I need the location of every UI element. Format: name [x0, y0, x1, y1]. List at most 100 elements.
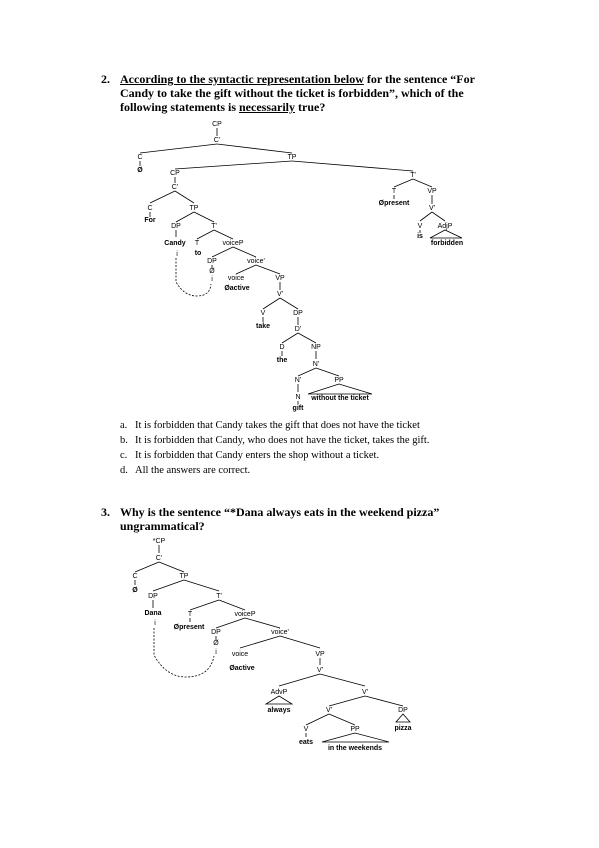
tree-node: C': [172, 184, 178, 191]
question-number: 2.: [101, 72, 110, 86]
tree-node: Øpresent: [379, 200, 410, 207]
tree-node: Ø: [209, 268, 215, 275]
tree-node: i: [211, 276, 213, 283]
tree-node: Dana: [144, 610, 161, 617]
tree-node: C: [132, 573, 137, 580]
tree-node: AdvP: [271, 689, 288, 696]
tree-node: VP: [427, 188, 437, 195]
tree-node: N': [295, 377, 301, 384]
tree-node: V': [277, 291, 283, 298]
tree-node: V': [429, 205, 435, 212]
tree-node: to: [195, 250, 202, 257]
tree-node: Øpresent: [174, 624, 205, 631]
question-2: 2. According to the syntactic representat…: [101, 72, 496, 114]
tree-node: TP: [190, 205, 199, 212]
answer-option: c. It is forbidden that Candy enters the …: [120, 448, 429, 463]
tree-node: gift: [293, 405, 305, 412]
tree-node: in the weekends: [328, 745, 382, 752]
answer-option: a. It is forbidden that Candy takes the g…: [120, 418, 429, 433]
tree-node: D: [279, 344, 284, 351]
tree-node: V: [418, 223, 423, 230]
tree-node: V: [304, 726, 309, 733]
option-text: It is forbidden that Candy takes the gif…: [135, 420, 420, 431]
answer-options: a. It is forbidden that Candy takes the g…: [120, 418, 429, 478]
tree-node: AdjP: [438, 223, 453, 230]
tree-node: PP: [350, 726, 360, 733]
tree-node: T: [188, 611, 193, 618]
tree-node: C: [147, 205, 152, 212]
tree-node: voiceP: [234, 611, 255, 618]
tree-node: D': [295, 326, 301, 333]
tree-node: take: [256, 323, 270, 330]
tree-node: Ø: [213, 640, 219, 647]
tree-node: without the ticket: [310, 395, 369, 402]
tree-node: TP: [180, 573, 189, 580]
tree-node: the: [277, 357, 288, 364]
tree-node: Ø: [137, 167, 143, 174]
tree-node: CP: [170, 170, 180, 177]
question-text-underlined: According to the syntactic representatio…: [120, 72, 364, 86]
tree-node: C': [156, 555, 162, 562]
tree-node: Ø: [132, 587, 138, 594]
tree-node: VP: [315, 651, 325, 658]
tree-node: pizza: [394, 725, 411, 732]
tree-node: V': [317, 667, 323, 674]
option-text: All the answers are correct.: [135, 465, 251, 476]
tree-node: TP: [288, 154, 297, 161]
tree-node: is: [417, 233, 423, 240]
tree-node: voice': [247, 258, 265, 265]
option-letter: b.: [120, 435, 128, 446]
syntax-tree-q3: *CP C' C Ø TP DP Dana i T' T Øpresent vo…: [132, 538, 411, 752]
tree-node: DP: [211, 629, 221, 636]
tree-node: voice: [228, 275, 244, 282]
tree-node: N': [313, 361, 319, 368]
tree-node: C': [214, 137, 220, 144]
tree-node: always: [268, 707, 291, 714]
tree-node: V': [326, 707, 332, 714]
question-text-end: true?: [295, 100, 326, 114]
tree-node: N: [295, 394, 300, 401]
tree-node: For: [144, 217, 156, 224]
tree-node: V': [362, 689, 368, 696]
option-letter: c.: [120, 450, 128, 461]
tree-node: i: [154, 620, 156, 627]
answer-option: d. All the answers are correct.: [120, 463, 429, 478]
tree-node: Øactive: [229, 665, 254, 672]
option-text: It is forbidden that Candy enters the sh…: [135, 450, 380, 461]
tree-node: voiceP: [222, 240, 243, 247]
tree-node: DP: [398, 707, 408, 714]
tree-node: NP: [311, 344, 321, 351]
tree-node: CP: [212, 121, 222, 128]
tree-node: T': [216, 593, 222, 600]
tree-node: eats: [299, 739, 313, 746]
tree-node: T': [211, 223, 217, 230]
tree-node: T: [195, 240, 200, 247]
tree-node: i: [215, 649, 217, 656]
tree-node: DP: [148, 593, 158, 600]
tree-node: DP: [293, 310, 303, 317]
tree-node: voice': [271, 629, 289, 636]
option-letter: a.: [120, 420, 128, 431]
tree-node: Øactive: [224, 285, 249, 292]
tree-node: *CP: [153, 538, 166, 545]
tree-node: VP: [275, 275, 285, 282]
answer-option: b. It is forbidden that Candy, who does n…: [120, 433, 429, 448]
option-letter: d.: [120, 465, 128, 476]
tree-node: V: [261, 310, 266, 317]
question-text-emphasis: necessarily: [239, 100, 295, 114]
tree-node: DP: [207, 258, 217, 265]
tree-node: DP: [171, 223, 181, 230]
question-text: Why is the sentence “*Dana always eats i…: [120, 505, 440, 533]
tree-node: C: [137, 154, 142, 161]
tree-node: Candy: [164, 240, 186, 247]
tree-node: forbidden: [431, 240, 463, 247]
tree-node: PP: [334, 377, 344, 384]
tree-node: voice: [232, 651, 248, 658]
tree-node: i: [176, 251, 178, 258]
tree-node: T': [410, 172, 416, 179]
option-text: It is forbidden that Candy, who does not…: [135, 435, 430, 446]
question-text: for the sentence “For Candy to take the …: [120, 72, 475, 114]
tree-node: T: [392, 188, 397, 195]
